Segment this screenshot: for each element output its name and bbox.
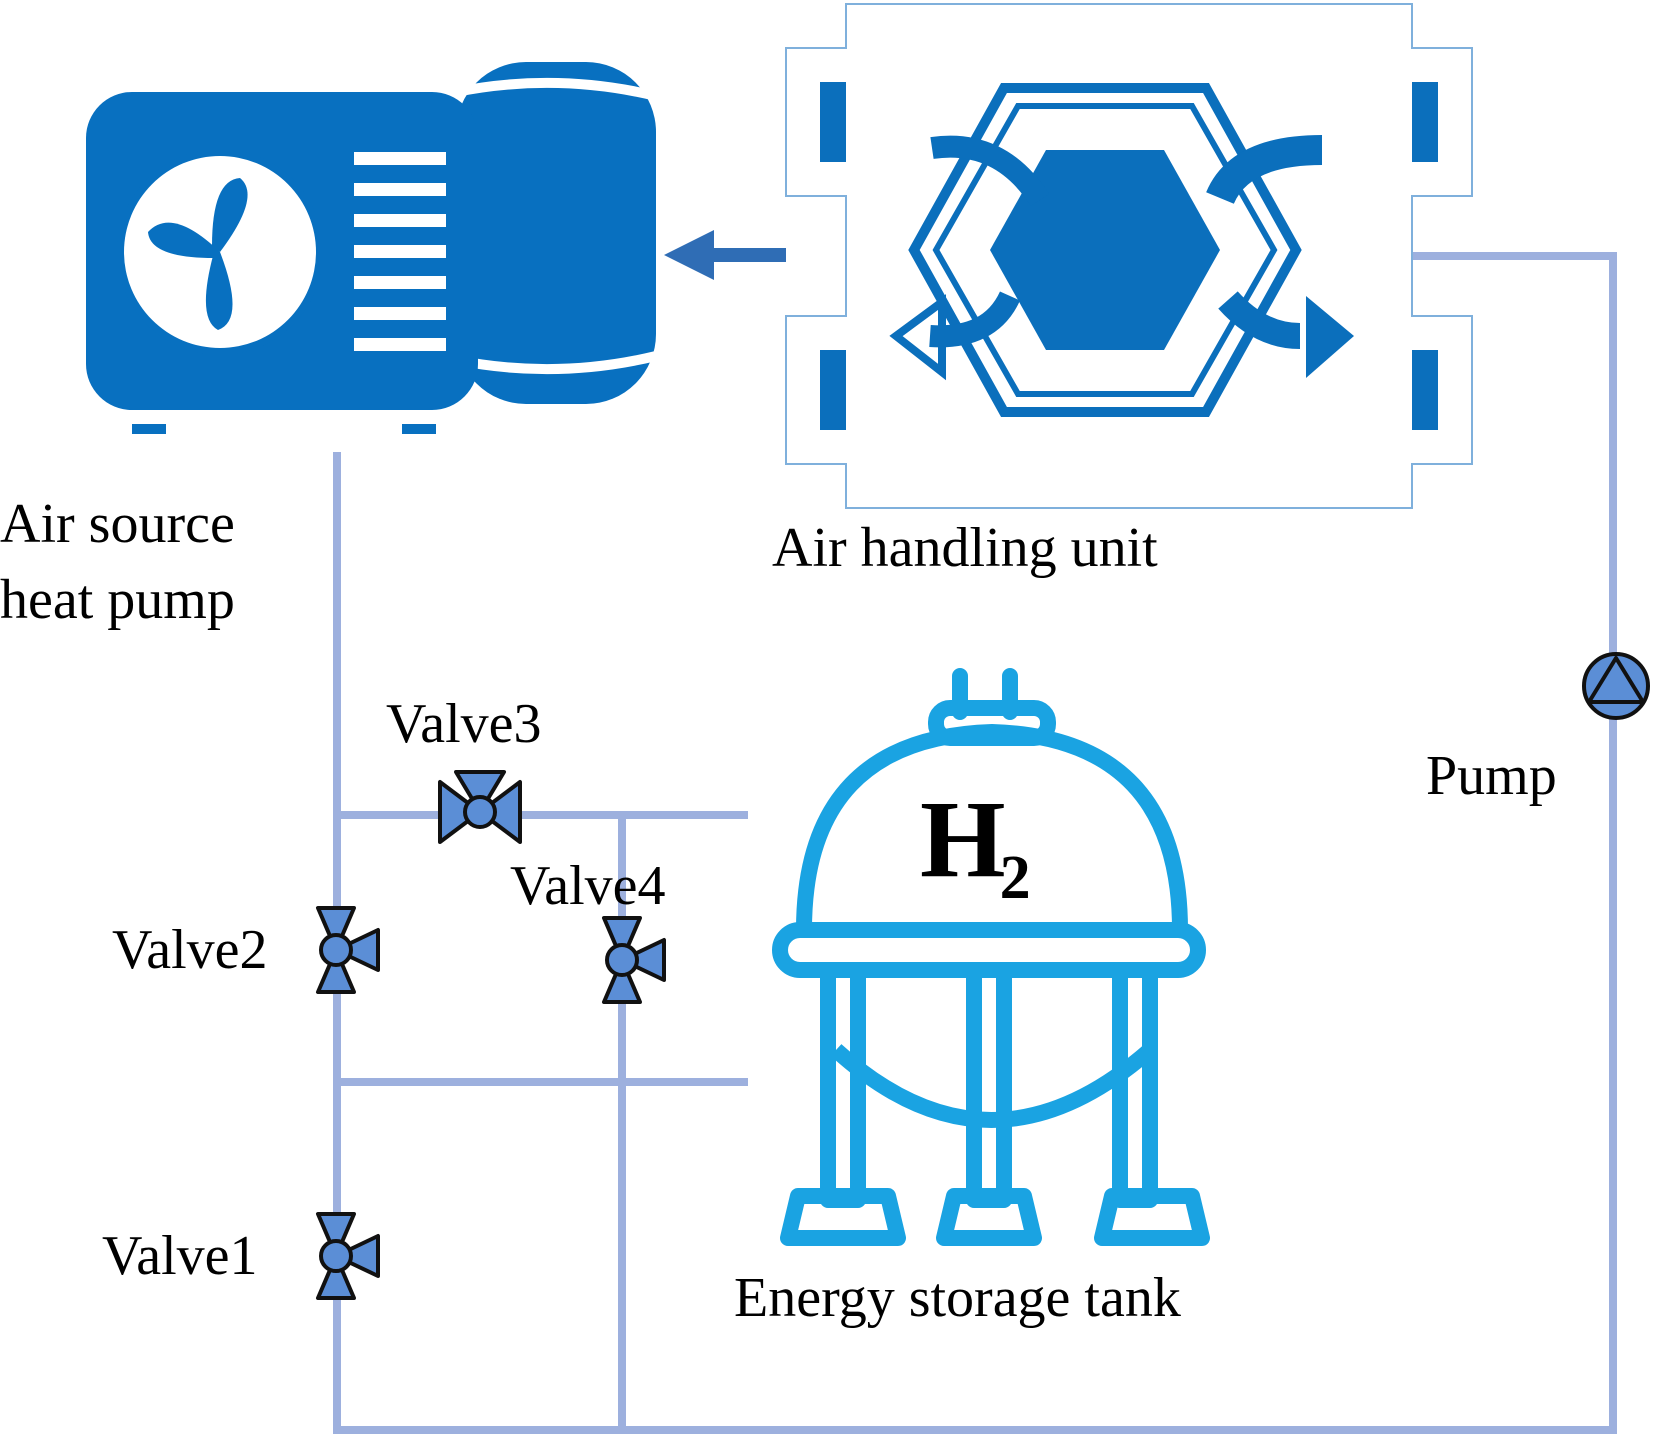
pump-label: Pump xyxy=(1426,745,1557,807)
flow-arrow-left-icon xyxy=(664,230,786,280)
valve2-label: Valve2 xyxy=(112,919,268,981)
pump-symbol-icon[interactable] xyxy=(1582,652,1650,720)
valve1-label: Valve1 xyxy=(102,1225,258,1287)
air-source-heat-pump-icon xyxy=(86,62,658,434)
pipe-bottom-return xyxy=(333,252,1617,1434)
valve2-icon[interactable] xyxy=(316,906,380,994)
valve3-icon[interactable] xyxy=(438,770,522,844)
heat-exchanger-icon xyxy=(785,3,1473,509)
valve4-icon[interactable] xyxy=(602,916,666,1004)
tank-h2-symbol: H2 xyxy=(920,778,1031,912)
heat-pump-label-line2: heat pump xyxy=(0,569,235,631)
hydrogen-storage-tank-icon: H2 xyxy=(772,668,1210,1246)
energy-storage-tank-label: Energy storage tank xyxy=(734,1267,1181,1329)
heat-pump-label-line1: Air source xyxy=(0,493,235,555)
air-handling-unit-label: Air handling unit xyxy=(772,517,1158,579)
valve4-label: Valve4 xyxy=(510,855,666,917)
valve3-label: Valve3 xyxy=(386,693,542,755)
valve1-icon[interactable] xyxy=(316,1212,380,1300)
